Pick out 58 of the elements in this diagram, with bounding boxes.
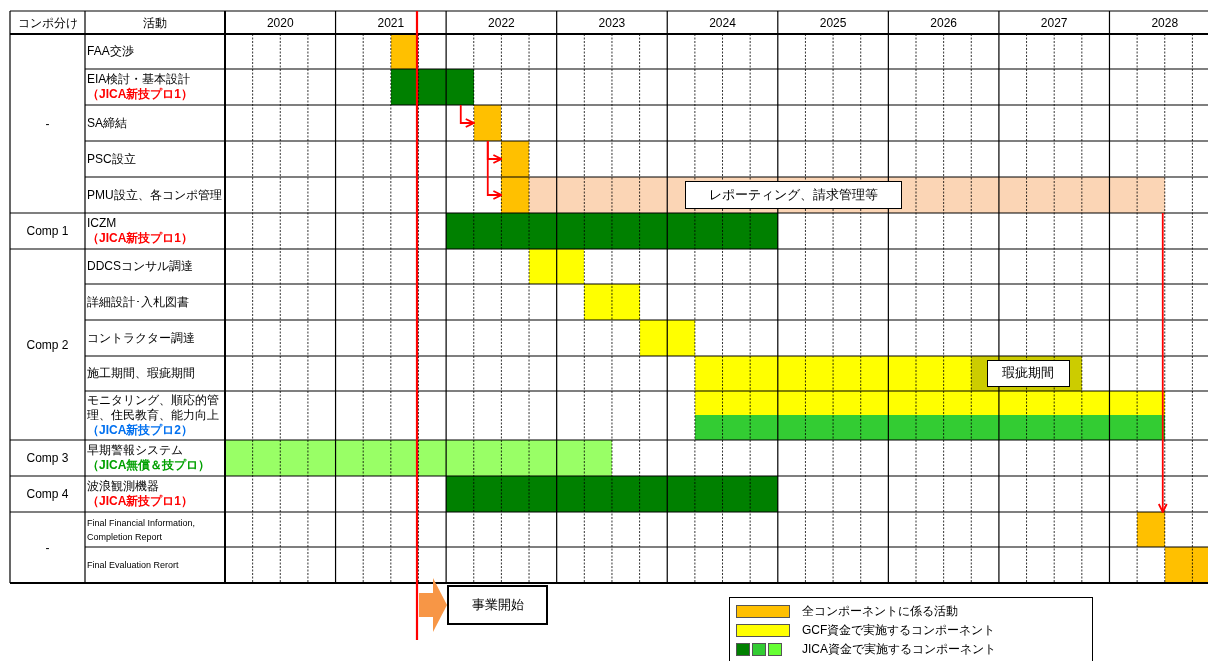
activity-label: PMU設立、各コンポ管理 bbox=[87, 187, 222, 203]
activity-label: SA締結 bbox=[87, 115, 127, 131]
activity-label: PSC設立 bbox=[87, 151, 136, 167]
legend-text: 全コンポーネントに係る活動 bbox=[802, 603, 958, 620]
gantt-bar bbox=[501, 177, 529, 213]
block-arrow bbox=[419, 578, 447, 632]
callout-box bbox=[447, 585, 548, 625]
column-header: 活動 bbox=[143, 14, 167, 31]
arrow bbox=[459, 104, 475, 128]
year-label: 2028 bbox=[1151, 14, 1179, 31]
legend-text: JICA資金で実施するコンポーネント bbox=[802, 641, 996, 658]
component-label: Comp 4 bbox=[26, 486, 69, 502]
component-label: Comp 2 bbox=[26, 336, 69, 353]
gantt-bar bbox=[225, 440, 612, 476]
component-label: Comp 1 bbox=[26, 223, 69, 239]
funding-note: （JICA新技プロ1） bbox=[87, 231, 193, 246]
arrow bbox=[486, 140, 503, 200]
activity-label: 早期警報システム bbox=[87, 443, 183, 458]
funding-note: （JICA新技プロ1） bbox=[87, 494, 193, 509]
legend-text: GCF資金で実施するコンポーネント bbox=[802, 622, 996, 639]
funding-note: （JICA新技プロ2） bbox=[87, 423, 193, 438]
gantt-bar bbox=[584, 284, 640, 320]
year-label: 2026 bbox=[930, 14, 957, 31]
gantt-bar bbox=[529, 177, 1165, 213]
component-label: - bbox=[45, 115, 50, 132]
funding-note: （JICA新技プロ1） bbox=[87, 87, 193, 102]
funding-note: （JICA無償＆技プロ） bbox=[87, 458, 211, 473]
activity-label: モニタリング、順応的管理、住民教育、能力向上 bbox=[87, 393, 220, 423]
year-label: 2022 bbox=[488, 14, 515, 31]
gantt-bar bbox=[501, 141, 529, 177]
year-label: 2024 bbox=[709, 14, 736, 31]
gantt-bar bbox=[446, 213, 778, 249]
activity-label: コントラクター調達 bbox=[87, 330, 195, 346]
activity-label: FAA交渉 bbox=[87, 44, 134, 59]
year-label: 2023 bbox=[598, 14, 626, 31]
callout-box bbox=[685, 181, 902, 209]
column-header: コンポ分け bbox=[17, 14, 78, 31]
activity-label: EIA検討・基本設計 bbox=[87, 72, 191, 87]
year-label: 2020 bbox=[266, 14, 294, 31]
activity-label: ICZM bbox=[87, 216, 117, 231]
callout-text: 瑕疵期間 bbox=[1002, 365, 1055, 382]
callout-text: レポーティング、請求管理等 bbox=[709, 186, 878, 204]
activity-label: 波浪観測機器 bbox=[87, 479, 159, 494]
year-label: 2027 bbox=[1040, 14, 1068, 31]
year-label: 2025 bbox=[819, 14, 847, 31]
gantt-bar bbox=[446, 476, 778, 512]
activity-label: Final Financial Information, Completion Report bbox=[87, 516, 197, 544]
arrow bbox=[1157, 212, 1168, 513]
component-label: - bbox=[45, 539, 50, 556]
callout-text: 事業開始 bbox=[471, 596, 524, 614]
year-label: 2021 bbox=[377, 14, 405, 31]
gantt-bar bbox=[473, 105, 502, 141]
callout-box bbox=[987, 360, 1070, 387]
component-label: Comp 3 bbox=[26, 450, 69, 466]
activity-label: 詳細設計･入札図書 bbox=[87, 294, 189, 310]
activity-label: Final Evaluation Rerort bbox=[87, 559, 179, 572]
activity-label: 施工期間、瑕疵期間 bbox=[87, 366, 195, 381]
activity-label: DDCSコンサル調達 bbox=[87, 259, 193, 274]
